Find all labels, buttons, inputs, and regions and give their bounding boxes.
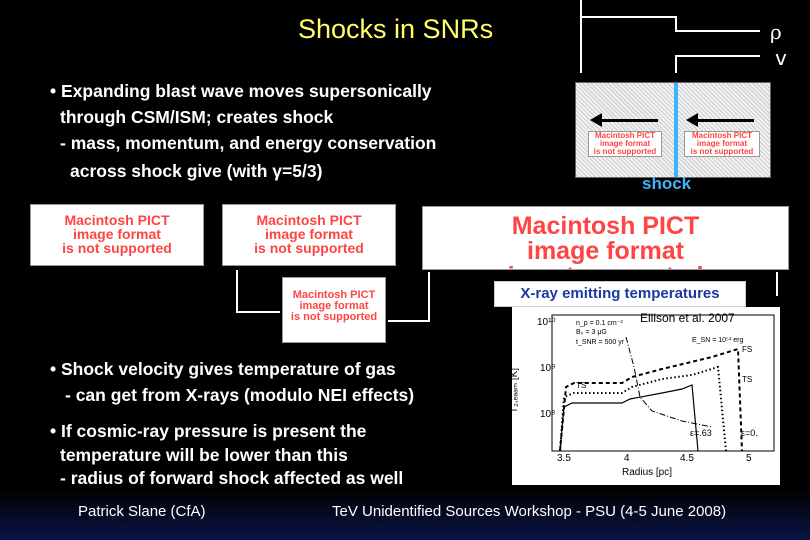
bullet-1-line-2: through CSM/ISM; creates shock bbox=[60, 107, 334, 127]
shock-front-line bbox=[674, 83, 678, 177]
bracket-bottom bbox=[236, 311, 280, 313]
left-arrowhead-icon bbox=[590, 113, 602, 127]
plot-frame bbox=[551, 314, 775, 452]
plot-param-2: B₀ = 3 μG bbox=[576, 329, 607, 336]
plot-xlabel: Radius [pc] bbox=[622, 467, 673, 478]
velocity-step-line-vertical bbox=[675, 55, 677, 73]
rho-symbol: ρ bbox=[770, 20, 782, 44]
bracket-left bbox=[236, 270, 238, 313]
curve-solid bbox=[559, 384, 699, 452]
left-arrow-icon bbox=[598, 119, 658, 122]
footer-bar bbox=[0, 488, 810, 540]
plot-param-4: E_SN = 10⁵¹ erg bbox=[692, 337, 744, 344]
xray-label: X-ray emitting temperatures bbox=[494, 281, 746, 307]
curve-dashed bbox=[559, 347, 743, 452]
plot-ts-label-left: TS bbox=[576, 381, 587, 390]
curve-dotted bbox=[559, 365, 727, 452]
plot-eps-label-1: ε=.63 bbox=[690, 428, 712, 438]
bracket-right-vertical bbox=[428, 272, 430, 322]
plot-ytick-2: 10⁹ bbox=[540, 363, 556, 374]
bullet-2-line-1: • Shock velocity gives temperature of ga… bbox=[50, 359, 396, 379]
curve-dash-dot bbox=[625, 336, 713, 428]
bullet-3-line-2: temperature will be lower than this bbox=[60, 445, 348, 465]
plot-fs-label: FS bbox=[742, 345, 753, 354]
bullet-1-line-4: across shock give (with γ=5/3) bbox=[70, 161, 323, 181]
density-step-line-right bbox=[677, 30, 760, 32]
plot-xtick-3: 4.5 bbox=[680, 453, 694, 464]
plot-eps-label-2: ε=0. bbox=[741, 428, 758, 438]
footer-event: TeV Unidentified Sources Workshop - PSU … bbox=[332, 503, 727, 520]
slide-title: Shocks in SNRs bbox=[298, 14, 494, 44]
right-arrowhead-icon bbox=[686, 113, 698, 127]
plot-param-3: t_SNR = 500 yr bbox=[576, 339, 625, 346]
density-step-line-vertical-2 bbox=[675, 16, 677, 32]
bullet-2-line-2: - can get from X-rays (modulo NEI effect… bbox=[65, 385, 415, 405]
footer-author: Patrick Slane (CfA) bbox=[78, 503, 206, 520]
plot-ytick-1: 10¹⁰ bbox=[537, 317, 556, 328]
plot-xtick-2: 4 bbox=[624, 453, 630, 464]
bullet-1-line-3: - mass, momentum, and energy conservatio… bbox=[60, 133, 437, 153]
velocity-symbol: v bbox=[775, 46, 787, 70]
density-step-line-top bbox=[582, 16, 675, 18]
density-step-line-vertical bbox=[580, 0, 582, 73]
plot-xtick-4: 5 bbox=[746, 453, 752, 464]
plot-xtick-1: 3.5 bbox=[557, 453, 571, 464]
plot-curves bbox=[551, 314, 775, 452]
bracket-far-right-vertical bbox=[776, 272, 778, 296]
temperature-plot: Ellison et al. 2007 T₂,ₑₐₐₘ [K] 10¹⁰ 10⁹… bbox=[512, 307, 780, 485]
velocity-step-line bbox=[677, 55, 760, 57]
plot-ytick-3: 10⁸ bbox=[540, 409, 556, 420]
plot-ts-label-right: TS bbox=[742, 375, 753, 384]
bullet-3-line-3: - radius of forward shock affected as we… bbox=[60, 468, 404, 488]
right-arrow-icon bbox=[694, 119, 754, 122]
bullet-3-line-1: • If cosmic-ray pressure is present the bbox=[50, 421, 367, 441]
bracket-right-horizontal bbox=[388, 320, 430, 322]
bullet-1-line-1: • Expanding blast wave moves supersonica… bbox=[50, 81, 432, 101]
plot-param-1: n_p = 0.1 cm⁻³ bbox=[576, 320, 623, 327]
shock-label: shock bbox=[642, 174, 692, 193]
